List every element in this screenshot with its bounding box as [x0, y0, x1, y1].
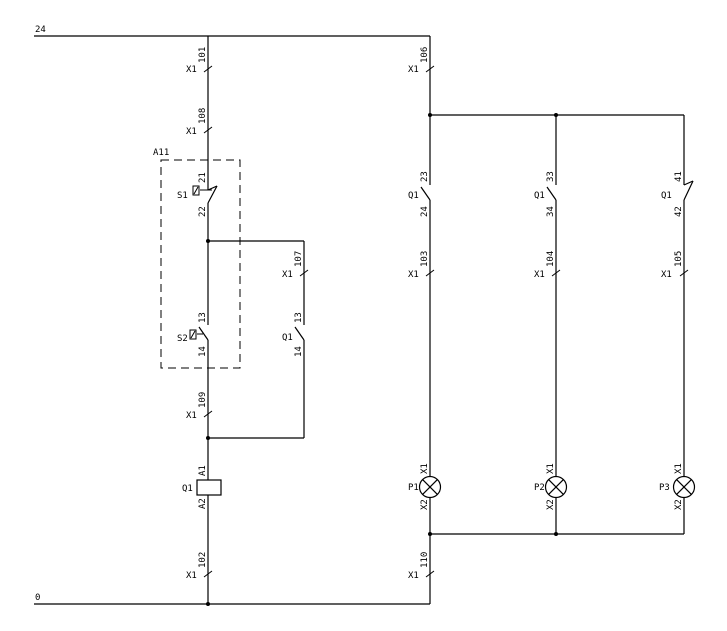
contact-terminal-bottom: 14	[294, 346, 304, 357]
switch-s1: S1 21 22	[177, 172, 218, 217]
switch-name: S1	[177, 191, 188, 201]
switch-terminal-top: 21	[198, 172, 208, 183]
lamp-name: P2	[534, 483, 545, 493]
terminal-number: 106	[420, 47, 430, 63]
device-box-a11: A11	[153, 148, 241, 369]
terminal-strip-label: X1	[408, 270, 419, 280]
contact-terminal-top: 41	[674, 171, 684, 182]
switch-name: S2	[177, 334, 188, 344]
terminal-strip-label: X1	[186, 411, 197, 421]
terminal-number: 103	[420, 251, 430, 267]
terminal-107: X1 107	[282, 251, 309, 280]
rail-24v: 24	[34, 25, 430, 37]
lamp-branch-3: Q1 41 42 X1 105 P3 X1 X2	[659, 115, 696, 534]
coil-name: Q1	[182, 484, 193, 494]
contact-terminal-bottom: 34	[546, 206, 556, 217]
terminal-number: 110	[420, 552, 430, 568]
terminal-number: 105	[674, 251, 684, 267]
terminal-number: 109	[198, 392, 208, 408]
lamp-branch-2: Q1 33 34 X1 104 P2 X1 X2	[534, 115, 568, 534]
lamp-p2: P2 X1 X2	[534, 463, 568, 510]
terminal-number: 101	[198, 47, 208, 63]
lamp-terminal-top: X1	[674, 463, 684, 474]
lamp-terminal-top: X1	[546, 463, 556, 474]
contact-terminal-top: 23	[420, 171, 430, 182]
terminal-strip-label: X1	[534, 270, 545, 280]
rail-0v: 0	[34, 593, 430, 605]
contact-name: Q1	[282, 333, 293, 343]
lamp-terminal-bottom: X2	[546, 499, 556, 510]
terminal-strip-label: X1	[186, 571, 197, 581]
lamp-terminal-top: X1	[420, 463, 430, 474]
contact-q1-hold: Q1 13 14	[282, 312, 305, 357]
contact-name: Q1	[408, 191, 419, 201]
lamp-terminal-bottom: X2	[674, 499, 684, 510]
switch-s2: S2 13 14	[177, 312, 209, 357]
contact-terminal-top: 33	[546, 171, 556, 182]
terminal-103: X1 103	[408, 251, 435, 280]
junction-dot	[206, 602, 210, 606]
lamp-branch-1: Q1 23 24 X1 103 P1 X1 X2	[408, 115, 442, 534]
switch-terminal-bottom: 14	[198, 346, 208, 357]
terminal-strip-label: X1	[186, 127, 197, 137]
rail-0-label: 0	[35, 593, 40, 603]
terminal-number: 102	[198, 552, 208, 568]
terminal-101: X1 101	[186, 47, 213, 75]
lamp-terminal-bottom: X2	[420, 499, 430, 510]
terminal-number: 107	[294, 251, 304, 267]
terminal-104: X1 104	[534, 251, 561, 280]
contact-name: Q1	[661, 191, 672, 201]
coil-q1: Q1 A1 A2	[182, 465, 222, 509]
device-box-label: A11	[153, 148, 169, 158]
contact-terminal-bottom: 42	[674, 206, 684, 217]
coil-terminal-bottom: A2	[198, 498, 208, 509]
lamp-feed	[429, 36, 684, 604]
contact-name: Q1	[534, 191, 545, 201]
junction-dot	[554, 532, 558, 536]
switch-terminal-bottom: 22	[198, 206, 208, 217]
terminal-105: X1 105	[661, 251, 689, 280]
terminal-number: 108	[198, 108, 208, 124]
terminal-strip-label: X1	[408, 571, 419, 581]
switch-terminal-top: 13	[198, 312, 208, 323]
lamp-name: P3	[659, 483, 670, 493]
rail-24-label: 24	[35, 25, 46, 35]
terminal-number: 104	[546, 251, 556, 267]
coil-terminal-top: A1	[198, 465, 208, 476]
junction-dot	[206, 436, 210, 440]
terminal-110: X1 110	[408, 552, 435, 581]
terminal-109: X1 109	[186, 392, 213, 421]
terminal-strip-label: X1	[661, 270, 672, 280]
terminal-strip-label: X1	[408, 65, 419, 75]
terminal-106: X1 106	[408, 47, 435, 75]
lamp-p3: P3 X1 X2	[659, 463, 696, 510]
terminal-strip-label: X1	[282, 270, 293, 280]
contact-terminal-top: 13	[294, 312, 304, 323]
hold-branch	[208, 240, 305, 439]
terminal-108: X1 108	[186, 108, 213, 137]
terminal-strip-label: X1	[186, 65, 197, 75]
lamp-name: P1	[408, 483, 419, 493]
contact-terminal-bottom: 24	[420, 206, 430, 217]
terminal-102: X1 102	[186, 552, 213, 581]
lamp-p1: P1 X1 X2	[408, 463, 442, 510]
junction-dot	[428, 532, 432, 536]
